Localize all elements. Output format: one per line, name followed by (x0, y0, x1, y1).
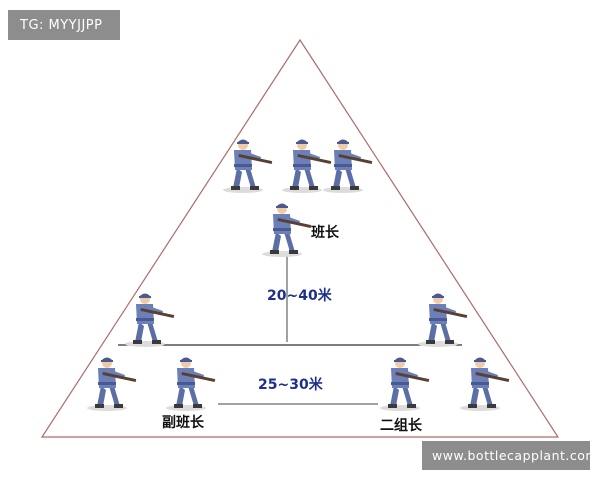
soldier-figure (282, 139, 332, 193)
label-group2-leader: 二组长 (380, 417, 423, 434)
label-deputy-leader: 副班长 (162, 414, 205, 431)
soldier-figure (125, 293, 175, 347)
soldier-figure-squad-leader (262, 203, 312, 257)
soldier-figure-group2-leader (380, 357, 430, 411)
triangle-outline (40, 38, 560, 438)
soldier-figure (87, 357, 137, 411)
soldier-figure-deputy-leader (166, 357, 216, 411)
soldier-figure (460, 357, 510, 411)
soldier-figure (418, 293, 468, 347)
soldier-figure (323, 139, 373, 193)
watermark-bottom: www.bottlecapplant.com (422, 441, 598, 470)
label-squad-leader: 班长 (311, 224, 340, 241)
watermark-top: TG: MYYJJPP (8, 10, 120, 40)
label-distance-horizontal: 25~30米 (258, 376, 324, 393)
label-distance-vertical: 20~40米 (267, 287, 333, 304)
